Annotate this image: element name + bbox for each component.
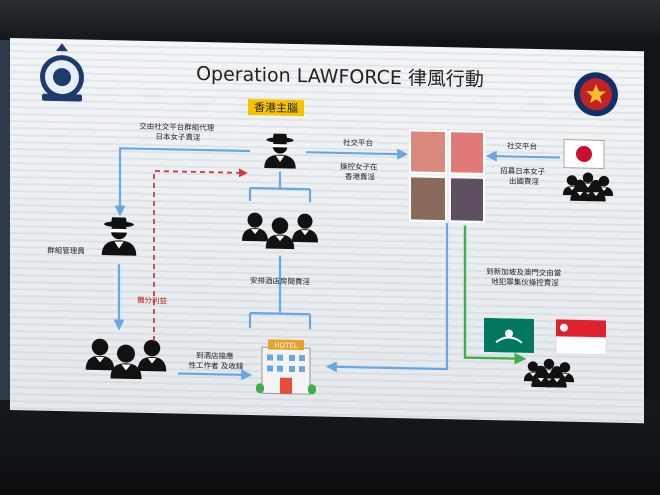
room-ceiling bbox=[0, 0, 660, 40]
label-social-platform-top: 社交平台 bbox=[343, 137, 373, 148]
slide-title: Operation LAWFORCE 律風行動 bbox=[196, 63, 484, 91]
label-recruit-via-social-line2: 日本女子賣淫 bbox=[156, 131, 201, 142]
overseas-arrows-green bbox=[463, 225, 527, 365]
label-recruit-japanese: 招募日本女子 出國賣淫 bbox=[500, 165, 547, 186]
label-go-hotel-line1: 到酒店接應 bbox=[196, 350, 234, 361]
label-group-admin: 群組管理員 bbox=[47, 245, 85, 256]
hong-kong-police-crest-icon bbox=[40, 43, 84, 102]
japan-flag-icon bbox=[563, 139, 605, 169]
blurred-photo-icon bbox=[409, 129, 485, 223]
label-singapore-macau: 到新加坡及澳門交由當 地犯罪集伙操控賣淫 bbox=[486, 266, 563, 288]
profit-share-arrows-red bbox=[153, 168, 248, 342]
label-singapore-macau-line2: 地犯罪集伙操控賣淫 bbox=[491, 276, 559, 287]
hotel-staff-person-group-icon bbox=[242, 212, 318, 250]
label-arrange-hotel: 安排酒店房間賣淫 bbox=[250, 275, 310, 286]
hotel-building-icon bbox=[256, 339, 316, 395]
mastermind-label: 香港主腦 bbox=[254, 100, 298, 115]
label-share-profit: 攤分利益 bbox=[137, 295, 167, 306]
flow-arrows-blue bbox=[113, 147, 560, 381]
label-recruit-via-social-line1: 交由社交平台群組代理 bbox=[139, 121, 214, 133]
label-social-platform-right: 社交平台 bbox=[507, 140, 537, 151]
hotel-sign: HOTEL bbox=[274, 342, 297, 350]
partner-police-emblem-icon bbox=[574, 72, 618, 117]
label-go-hotel-line2: 性工作者 及收錢 bbox=[189, 360, 244, 371]
presentation-slide: Operation LAWFORCE 律風行動 香港主腦 bbox=[10, 38, 644, 424]
label-recruit-japanese-line2: 出國賣淫 bbox=[509, 175, 539, 186]
label-recruit-japanese-line1: 招募日本女子 bbox=[500, 165, 545, 176]
label-control-women-line2: 香港賣淫 bbox=[345, 171, 375, 182]
japan-group-person-group-icon bbox=[562, 172, 614, 202]
group-admin-spy-icon bbox=[101, 217, 137, 256]
overseas-group-person-group-icon bbox=[523, 358, 575, 388]
macau-flag-icon bbox=[484, 317, 534, 353]
crime-network-diagram: Operation LAWFORCE 律風行動 香港主腦 bbox=[40, 43, 618, 395]
label-singapore-macau-line1: 到新加坡及澳門交由當 bbox=[486, 266, 561, 278]
mastermind-spy-icon bbox=[264, 133, 296, 169]
label-recruit-via-social: 交由社交平台群組代理 日本女子賣淫 bbox=[139, 121, 216, 143]
label-go-hotel: 到酒店接應 性工作者 及收錢 bbox=[189, 350, 244, 371]
collectors-person-group-icon bbox=[85, 338, 167, 380]
label-control-women-line1: 操控女子在 bbox=[340, 161, 378, 172]
mastermind-label-bg bbox=[248, 98, 304, 117]
label-control-women: 操控女子在 香港賣淫 bbox=[340, 161, 380, 182]
singapore-flag-icon bbox=[555, 319, 607, 355]
